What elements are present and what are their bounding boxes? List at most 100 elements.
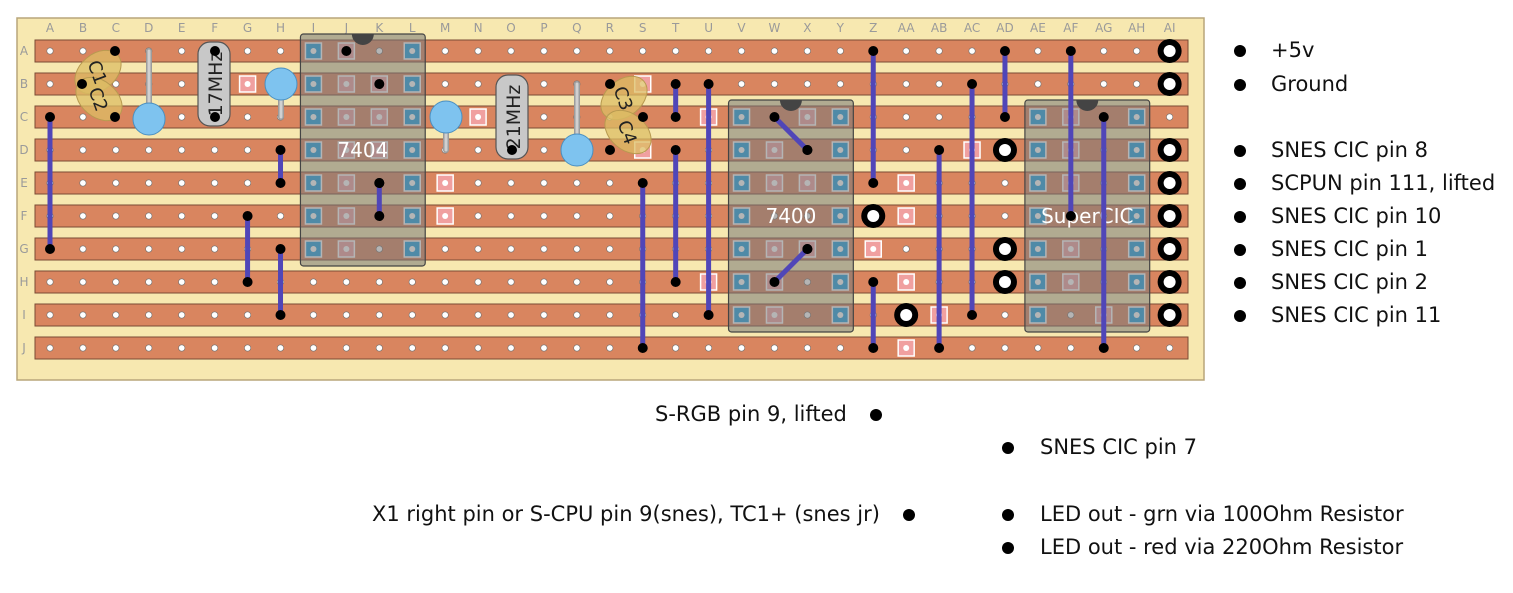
column-label-Z: Z [869, 21, 877, 35]
wire-end [275, 310, 286, 320]
hole [474, 179, 482, 187]
hole [573, 245, 581, 253]
hole [79, 344, 87, 352]
row-label-C: C [20, 110, 28, 124]
wire-end [275, 145, 286, 155]
column-label-X: X [803, 21, 811, 35]
column-label-B: B [79, 21, 87, 35]
column-label-H: H [276, 21, 285, 35]
hole [836, 80, 844, 88]
hole [540, 80, 548, 88]
terminal-hole [1163, 78, 1176, 90]
hole [441, 80, 449, 88]
hole [178, 80, 186, 88]
hole [902, 113, 910, 121]
hole [606, 245, 614, 253]
row-label-F: F [21, 209, 28, 223]
hole [79, 278, 87, 286]
hole [46, 344, 54, 352]
dot-x1 [903, 509, 915, 521]
terminal-hole [998, 144, 1011, 156]
hole [1001, 179, 1009, 187]
hole [112, 80, 120, 88]
wire-end [868, 277, 879, 287]
crystal-lead [507, 145, 517, 155]
chip-7400-label: 7400 [765, 204, 816, 228]
label-cic7: SNES CIC pin 7 [1040, 435, 1198, 459]
hole [441, 344, 449, 352]
terminal-hole [1163, 243, 1176, 255]
hole [573, 47, 581, 55]
row-label-E: E [20, 176, 28, 190]
hole [902, 80, 910, 88]
hole [968, 344, 976, 352]
hole [902, 47, 910, 55]
hole [474, 47, 482, 55]
legend-cic8: SNES CIC pin 8 [1271, 138, 1429, 162]
wire-end [1065, 46, 1076, 56]
hole [112, 212, 120, 220]
dot-srgb [870, 409, 882, 421]
terminal-hole [1163, 144, 1176, 156]
hole [145, 311, 153, 319]
wire-end [934, 343, 945, 353]
legend-dot-cic10 [1234, 211, 1246, 223]
hole [540, 179, 548, 187]
hole [1100, 80, 1108, 88]
hole [474, 245, 482, 253]
pin-dot [802, 145, 813, 155]
hole [738, 344, 746, 352]
column-label-J: J [344, 21, 349, 35]
hole [79, 311, 87, 319]
hole [705, 344, 713, 352]
label-srgb: S-RGB pin 9, lifted [655, 402, 847, 426]
hole [540, 245, 548, 253]
hole [112, 245, 120, 253]
column-label-A: A [46, 21, 55, 35]
hole [145, 212, 153, 220]
wire-end [637, 343, 648, 353]
wire-end [967, 79, 978, 89]
wire-end [769, 112, 780, 122]
hole [46, 80, 54, 88]
legend-dot-vcc [1234, 45, 1246, 57]
hole [342, 311, 350, 319]
column-label-K: K [375, 21, 384, 35]
column-label-AG: AG [1095, 21, 1112, 35]
hole [1166, 113, 1174, 121]
column-label-D: D [144, 21, 153, 35]
cap-lead [77, 79, 87, 89]
hole [968, 47, 976, 55]
pad-ZG-hole [870, 246, 877, 252]
row-label-J: J [21, 341, 26, 355]
terminal-hole [998, 243, 1011, 255]
chip-7404-label: 7404 [337, 138, 388, 162]
hole [1034, 80, 1042, 88]
hole [244, 344, 252, 352]
hole [46, 47, 54, 55]
column-label-L: L [409, 21, 416, 35]
hole [540, 212, 548, 220]
hole [79, 212, 87, 220]
hole [145, 146, 153, 154]
hole [244, 47, 252, 55]
wire-end [275, 178, 286, 188]
hole [375, 311, 383, 319]
hole [606, 344, 614, 352]
hole [309, 311, 317, 319]
hole [79, 47, 87, 55]
terminal-hole [1163, 309, 1176, 321]
column-label-AE: AE [1030, 21, 1046, 35]
crystal-21mhz-label: 21MHz [503, 85, 525, 150]
column-label-E: E [178, 21, 186, 35]
wire-end [670, 145, 681, 155]
terminal-hole [1163, 276, 1176, 288]
hole [738, 80, 746, 88]
pad-AAF-hole [903, 213, 910, 219]
hole [112, 278, 120, 286]
blue-cap-h-body [264, 67, 298, 101]
hole [244, 113, 252, 121]
wire-end [670, 79, 681, 89]
terminal-hole [1163, 210, 1176, 222]
